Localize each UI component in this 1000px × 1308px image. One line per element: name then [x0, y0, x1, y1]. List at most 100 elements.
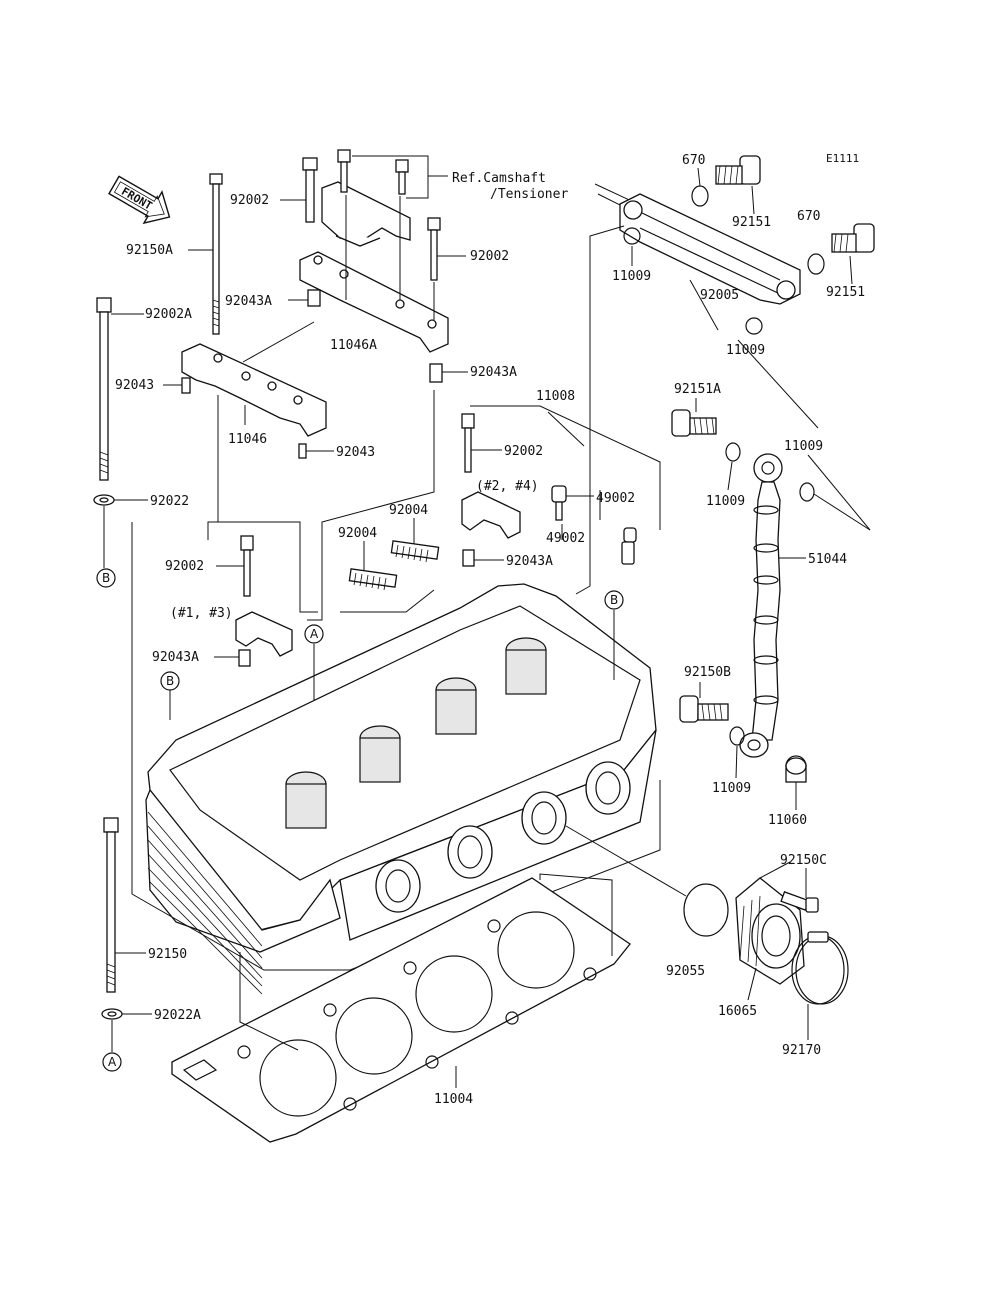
callout-92002-top: 92002	[230, 193, 269, 208]
head-gasket-11004	[171, 877, 631, 1143]
callout-92002-cap: 92002	[504, 444, 543, 459]
dowel-92043A-top	[307, 289, 321, 307]
stud-92004-a	[390, 540, 440, 563]
diagram-code: E1111	[826, 152, 859, 165]
callout-11009-c: 11009	[706, 494, 745, 509]
callout-11008: 11008	[536, 389, 575, 404]
bracket-upper	[321, 181, 411, 247]
callout-92004-a: 92004	[389, 503, 428, 518]
svg-text:A: A	[310, 627, 319, 641]
ref-marker-a-bolt	[102, 1052, 122, 1072]
callout-92043A-top: 92043A	[225, 294, 272, 309]
callout-670-b: 670	[797, 209, 820, 224]
front-arrow-icon: FRONT	[108, 175, 171, 225]
bolt-92151-a	[715, 155, 761, 185]
bolt-92002A	[96, 297, 112, 481]
cyl24-label: (#2, #4)	[476, 479, 539, 494]
cap-cyl24	[461, 491, 521, 539]
valve-49002-a	[551, 485, 567, 521]
valve-49002-b	[621, 527, 637, 565]
washer-11009-d	[799, 482, 815, 502]
callout-16065: 16065	[718, 1004, 757, 1019]
dowel-92043	[181, 377, 191, 394]
callout-11046: 11046	[228, 432, 267, 447]
callout-49002-a: 49002	[596, 491, 635, 506]
bolt-bracket-a	[337, 149, 351, 193]
callout-92150C: 92150C	[780, 853, 827, 868]
holder-16065	[735, 877, 805, 985]
ref-note-line1: Ref.Camshaft	[452, 171, 546, 186]
bolt-92150A	[209, 173, 223, 335]
washer-11009-a	[623, 227, 641, 245]
dowel-92043A-cap13	[238, 649, 251, 667]
clamp-92170	[791, 931, 849, 1005]
bolt-bracket-b	[395, 159, 409, 195]
callout-92150B: 92150B	[684, 665, 731, 680]
ref-marker-b-head-right	[604, 590, 624, 610]
callout-51044: 51044	[808, 552, 847, 567]
callout-92004-b: 92004	[338, 526, 377, 541]
callout-92150A: 92150A	[126, 243, 173, 258]
tensioner-body-92005	[619, 193, 801, 305]
oil-pipe-51044	[739, 453, 783, 758]
callout-49002-b: 49002	[546, 531, 585, 546]
bolt-92002-top	[302, 157, 318, 223]
bolt-92150C	[780, 891, 819, 913]
callout-92150: 92150	[148, 947, 187, 962]
washer-11009-b	[745, 317, 763, 335]
cyl13-label: (#1, #3)	[170, 606, 233, 621]
bolt-92150B	[679, 695, 729, 723]
washer-11009-e	[729, 726, 745, 746]
callout-11004: 11004	[434, 1092, 473, 1107]
bolt-92151A	[671, 409, 717, 437]
bolt-92151-b	[831, 223, 875, 253]
bolt-92002-lower	[240, 535, 254, 597]
callout-92022A: 92022A	[154, 1008, 201, 1023]
o-ring-670-b	[807, 253, 825, 275]
callout-11009-d: 11009	[784, 439, 823, 454]
svg-text:B: B	[610, 593, 618, 607]
callout-92043A-right: 92043A	[470, 365, 517, 380]
callout-670-a: 670	[682, 153, 705, 168]
callout-92022: 92022	[150, 494, 189, 509]
cap-cyl13	[235, 611, 293, 657]
dowel-92043A-cap24	[462, 549, 475, 567]
camshaft-cap-11046	[181, 343, 327, 437]
callout-11009-b: 11009	[726, 343, 765, 358]
camshaft-cap-11046A	[299, 251, 449, 353]
collar-11060	[785, 755, 807, 783]
dowel-92043-bottom	[298, 443, 307, 459]
svg-text:B: B	[102, 571, 110, 585]
callout-11009-a: 11009	[612, 269, 651, 284]
o-ring-670-a	[691, 185, 709, 207]
dowel-92043A-right	[429, 363, 443, 383]
stud-92004-b	[348, 568, 398, 591]
callout-92005: 92005	[700, 288, 739, 303]
callout-11009-e: 11009	[712, 781, 751, 796]
callout-92002-mid: 92002	[470, 249, 509, 264]
callout-92043A-cap24: 92043A	[506, 554, 553, 569]
callout-92170: 92170	[782, 1043, 821, 1058]
ref-note-line2: /Tensioner	[490, 187, 568, 202]
svg-text:A: A	[108, 1055, 117, 1069]
callout-92002-lower: 92002	[165, 559, 204, 574]
bolt-92150	[103, 817, 119, 993]
callout-92002A: 92002A	[145, 307, 192, 322]
callout-92151-a: 92151	[732, 215, 771, 230]
callout-11046A: 11046A	[330, 338, 377, 353]
callout-92043-bottom: 92043	[336, 445, 375, 460]
o-ring-92055	[683, 883, 729, 937]
bolt-92002-mid	[427, 217, 441, 281]
ref-marker-a-head	[304, 624, 324, 644]
washer-11009-c	[725, 442, 741, 462]
cylinder-head-11008	[145, 583, 657, 995]
bolt-92002-cap	[461, 413, 475, 473]
callout-92151-b: 92151	[826, 285, 865, 300]
callout-92151A: 92151A	[674, 382, 721, 397]
ref-marker-b-bolt	[96, 568, 116, 588]
callout-92055: 92055	[666, 964, 705, 979]
callout-11060: 11060	[768, 813, 807, 828]
callout-92043-left: 92043	[115, 378, 154, 393]
callout-92043A-cap13: 92043A	[152, 650, 199, 665]
